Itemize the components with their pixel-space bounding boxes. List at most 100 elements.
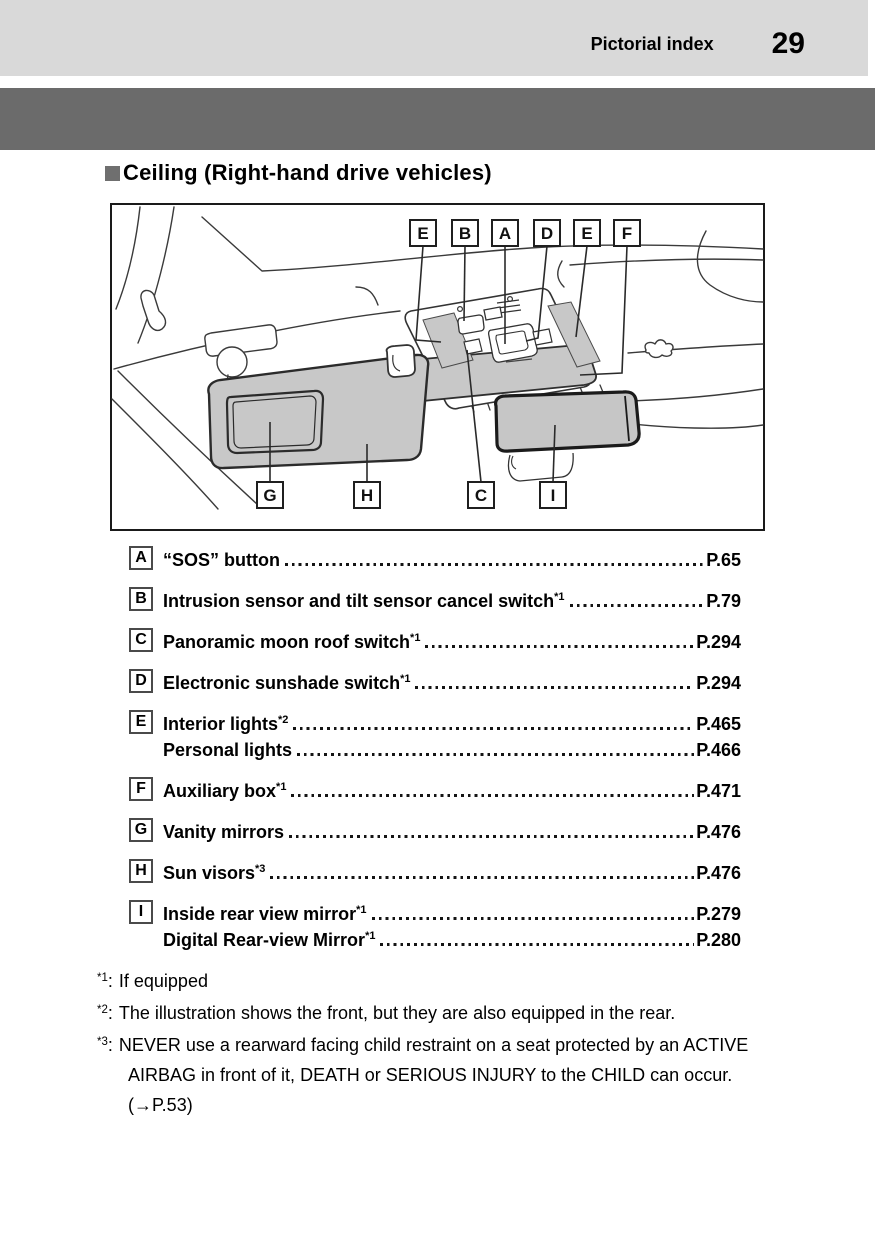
entry-label: “SOS” button [163, 550, 280, 570]
callout-boxes: E B A D E [256, 219, 641, 509]
callout-letter: I [551, 486, 556, 505]
entry-page-ref: P.471 [696, 781, 741, 801]
footnote-marker: *1 [97, 972, 108, 984]
callout-letter: E [417, 224, 428, 243]
index-entry: Panoramic moon roof switch*1 P.294 [163, 627, 741, 653]
entry-page-ref: P.294 [696, 632, 741, 652]
header-page-number: 29 [771, 27, 805, 60]
entry-label: Auxiliary box [163, 781, 277, 801]
callout-box-C: C [467, 481, 495, 509]
footnote-colon: : [107, 1003, 113, 1023]
footnote-colon: : [107, 971, 113, 991]
entry-label: Inside rear view mirror [163, 904, 357, 924]
entry-label: Intrusion sensor and tilt sensor cancel … [163, 591, 555, 611]
index-key-box: D [129, 669, 153, 693]
chapter-band [0, 88, 875, 150]
footnote-1: *1:If equipped [97, 966, 769, 996]
callout-box-B: B [451, 219, 479, 247]
door-frame-line-1 [117, 370, 259, 506]
index-entry: Vanity mirrors P.476 [163, 817, 741, 843]
console-screw-left [457, 305, 464, 312]
callout-line-C [466, 349, 482, 483]
callout-box-H: H [353, 481, 381, 509]
entry-page-ref: P.65 [706, 550, 741, 570]
mirror-buttons [537, 446, 581, 451]
interior-light-left [422, 312, 474, 369]
index-key-box: H [129, 859, 153, 883]
index-entry: Sun visors*3 P.476 [163, 858, 741, 884]
index-row-B: B Intrusion sensor and tilt sensor cance… [129, 586, 741, 612]
callout-letter: H [361, 486, 373, 505]
callout-box-rect [451, 219, 479, 247]
index-key-box: A [129, 546, 153, 570]
console-vents [496, 299, 522, 314]
entry-footnote-marker: *1 [276, 781, 287, 793]
section-marker [105, 165, 120, 181]
entry-page-ref: P.476 [696, 822, 741, 842]
dotted-leader [291, 794, 695, 797]
visor-pivot [216, 346, 248, 378]
cancel-switch-button [457, 314, 485, 335]
entry-page-ref: P.280 [696, 930, 741, 950]
grab-handle [140, 289, 167, 332]
console-screw-right [507, 295, 514, 302]
callout-line-E2 [575, 245, 588, 338]
callout-box-G: G [256, 481, 284, 509]
index-entry: “SOS” button P.65 [163, 545, 741, 571]
callout-box-A: A [491, 219, 519, 247]
entry-label: Sun visors [163, 863, 256, 883]
callout-line-I [552, 424, 556, 483]
callout-lines [269, 245, 628, 483]
entry-footnote-marker: *1 [365, 930, 376, 942]
header-section-title: Pictorial index [590, 33, 714, 54]
entry-footnote-marker: *3 [255, 863, 266, 875]
console-buttons [457, 295, 553, 363]
index-key-box: G [129, 818, 153, 842]
entry-label: Electronic sunshade switch [163, 673, 401, 693]
footnotes: *1:If equipped *2:The illustration shows… [97, 966, 769, 1120]
entry-footnote-marker: *1 [400, 673, 411, 685]
callout-box-rect [613, 219, 641, 247]
entry-footnote-marker: *1 [410, 632, 421, 644]
index-row-A: A “SOS” button P.65 [129, 545, 741, 571]
index-entry: Digital Rear-view Mirror*1 P.280 [163, 925, 741, 951]
index-row-E: E Interior lights*2 P.465 Personal light… [129, 709, 741, 761]
visor-clip-notch [392, 354, 401, 372]
callout-box-I: I [539, 481, 567, 509]
ceiling-diagram-svg: E B A D E [110, 203, 765, 531]
callout-letter: D [541, 224, 553, 243]
footnote-2: *2:The illustration shows the front, but… [97, 998, 769, 1028]
sunroof-corner [696, 230, 764, 303]
index-key-box: B [129, 587, 153, 611]
footnote-text: The illustration shows the front, but th… [118, 1003, 676, 1023]
index-row-F: F Auxiliary box*1 P.471 [129, 776, 741, 802]
dotted-leader [293, 727, 695, 730]
dotted-leader [284, 563, 705, 566]
index-row-G: G Vanity mirrors P.476 [129, 817, 741, 843]
callout-box-rect [539, 481, 567, 509]
interior-light-right [547, 301, 601, 368]
entry-footnote-marker: *1 [356, 904, 367, 916]
callout-box-F: F [613, 219, 641, 247]
callout-letter: A [499, 224, 511, 243]
dotted-leader [415, 686, 695, 689]
seam-hook [355, 286, 379, 306]
callout-letter: G [263, 486, 276, 505]
callout-box-rect [353, 481, 381, 509]
rear-view-mirror-graphic [494, 390, 641, 482]
ceiling-diagram: E B A D E [110, 203, 765, 531]
dotted-leader [569, 604, 705, 607]
roofline [201, 216, 764, 272]
index-entry: Interior lights*2 P.465 [163, 709, 741, 735]
entry-page-ref: P.476 [696, 863, 741, 883]
headliner-curve [557, 260, 565, 288]
vanity-mirror [225, 389, 325, 455]
dotted-leader [371, 917, 695, 920]
sunshade-switch-button [532, 328, 553, 346]
entry-label: Vanity mirrors [163, 822, 285, 842]
footnote-colon: : [107, 1035, 113, 1055]
dotted-leader [380, 943, 695, 946]
index-entry: Electronic sunshade switch*1 P.294 [163, 668, 741, 694]
footnote-3: *3:NEVER use a rearward facing child res… [97, 1030, 769, 1120]
